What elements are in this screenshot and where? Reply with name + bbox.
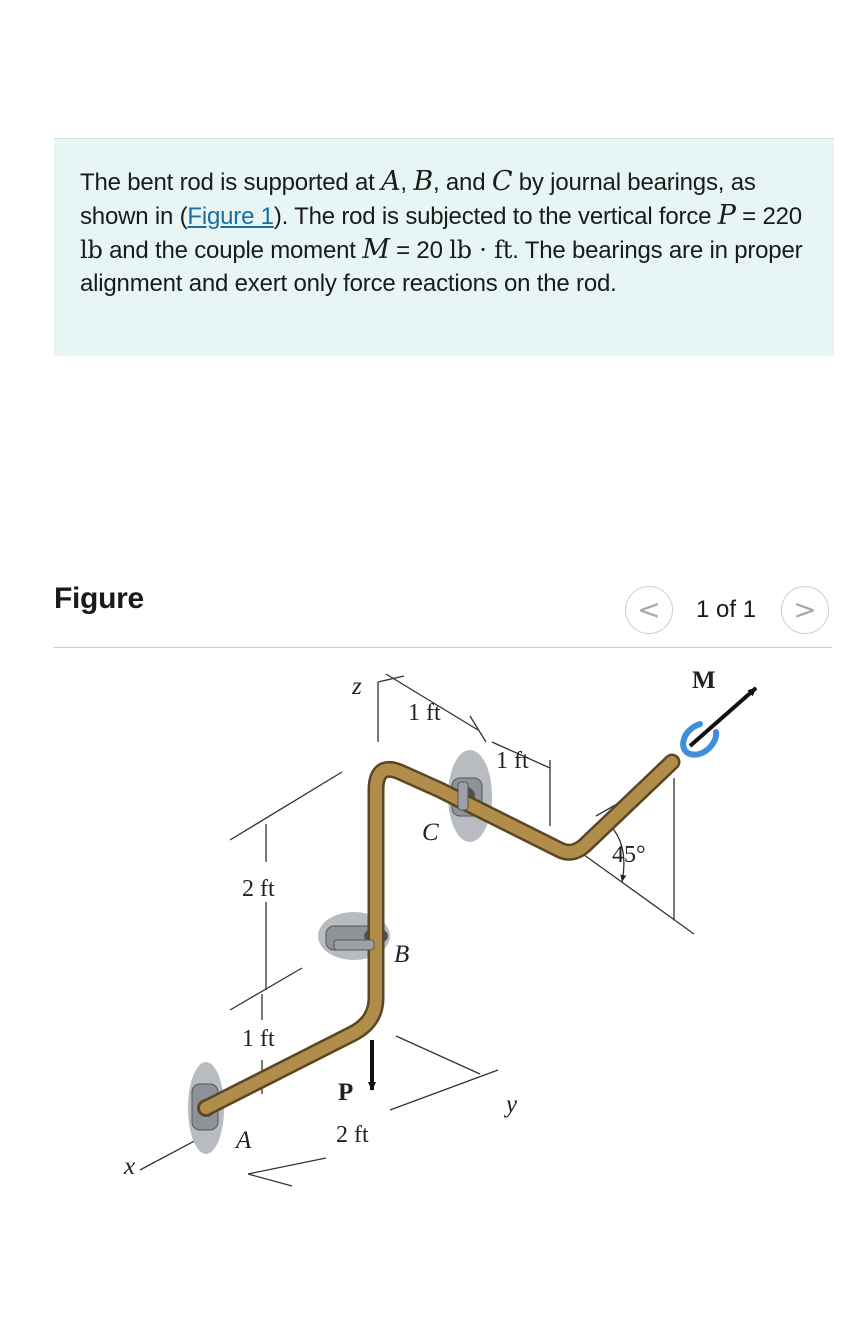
label-a: A <box>234 1127 252 1154</box>
bearing-c-cap <box>457 781 469 811</box>
label-p: P <box>338 1079 353 1106</box>
var-a: A <box>381 166 401 197</box>
problem-text-6: = 220 <box>735 203 802 230</box>
var-m: M <box>362 234 390 265</box>
chevron-right-icon: > <box>793 593 817 626</box>
var-p: P <box>717 200 736 231</box>
z-axis-tick <box>377 675 405 683</box>
label-dim-2ft-bottom: 2 ft <box>336 1122 369 1148</box>
problem-text-9: . The bearings are in proper alignment a… <box>80 237 803 297</box>
prev-figure-button[interactable]: < <box>625 586 673 634</box>
right-base-line <box>579 851 695 935</box>
x-axis-line <box>139 1137 201 1171</box>
label-dim-1ft-left: 1 ft <box>242 1026 275 1052</box>
label-c: C <box>422 819 439 846</box>
figure-heading: Figure <box>54 582 144 615</box>
label-x: x <box>123 1153 135 1180</box>
left-ref-line-mid <box>229 967 303 1011</box>
y-axis-line <box>389 1069 499 1111</box>
moment-m-arrow <box>688 686 758 748</box>
bottom-ref-line-b <box>247 1173 293 1187</box>
label-b: B <box>394 941 409 968</box>
label-z: z <box>351 673 362 700</box>
problem-text-4: by journal bearings, as shown in ( <box>80 169 756 230</box>
problem-text-3: , and <box>432 169 492 196</box>
dimension-lines <box>139 673 695 1187</box>
bent-rod-diagram: z 1 ft 1 ft M C 45° 2 ft B 1 ft P y A 2 … <box>123 667 758 1187</box>
label-angle: 45° <box>612 842 646 868</box>
problem-text-5: ). The rod is subjected to the vertical … <box>273 203 718 230</box>
problem-text-8: = 20 <box>389 237 450 264</box>
problem-text-2: , <box>400 169 414 196</box>
var-c: C <box>491 166 513 197</box>
label-dim-1ft-right: 1 ft <box>496 748 529 774</box>
unit-lb: lb <box>80 236 103 264</box>
unit-lb-ft: lb · ft <box>449 236 513 264</box>
label-m: M <box>692 667 716 694</box>
dim-top-1ft-line <box>385 673 479 731</box>
dim-right-1ft-line <box>491 741 551 769</box>
bent-rod-fill <box>200 756 678 1114</box>
next-figure-button[interactable]: > <box>781 586 829 634</box>
bottom-dim-line <box>395 1035 481 1075</box>
bottom-ref-line <box>247 1157 327 1175</box>
dim-top-tick <box>469 715 487 743</box>
label-y: y <box>503 1091 518 1118</box>
bent-rod-figure: z 1 ft 1 ft M C 45° 2 ft B 1 ft P y A 2 … <box>0 650 854 1210</box>
problem-text-7: and the couple moment <box>102 237 363 264</box>
label-dim-1ft-top: 1 ft <box>408 700 441 726</box>
problem-statement: The bent rod is supported at A, B, and C… <box>54 138 834 356</box>
bearing-b-cap <box>333 939 375 951</box>
figure-count: 1 of 1 <box>696 596 757 623</box>
figure-pager: < 1 of 1 > <box>624 586 834 636</box>
chevron-left-icon: < <box>637 593 661 626</box>
figure-link[interactable]: Figure 1 <box>187 203 274 230</box>
var-b: B <box>413 166 433 197</box>
label-dim-2ft-left: 2 ft <box>242 876 275 902</box>
figure-divider <box>54 647 832 648</box>
problem-text-1: The bent rod is supported at <box>80 169 382 196</box>
left-ref-line-top <box>229 771 343 841</box>
moment-curl-icon <box>680 721 720 758</box>
